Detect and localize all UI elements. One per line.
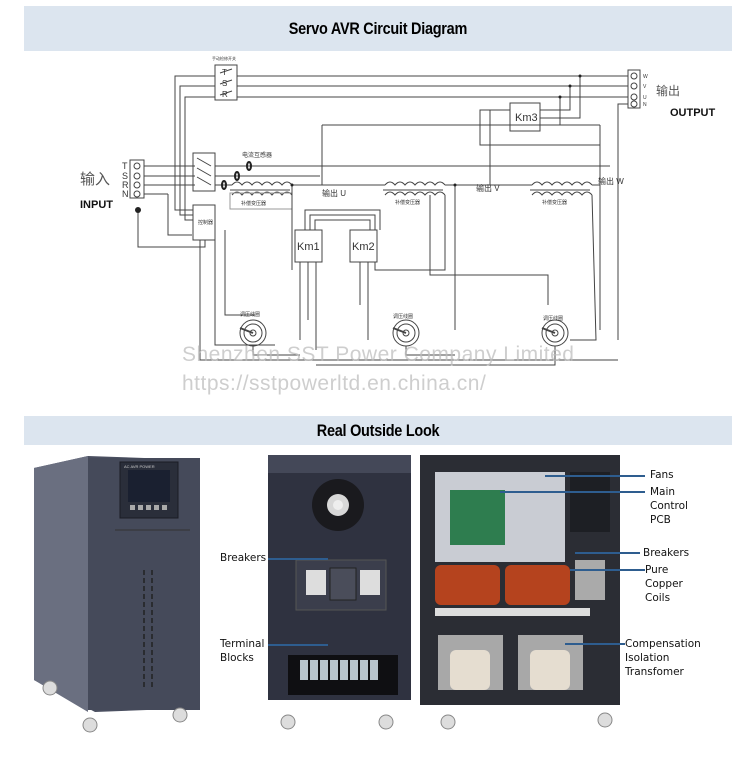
regulator-coil-2-label: 调压线圈 — [393, 313, 413, 320]
manual-switch-label: 手动检修开关 — [212, 55, 236, 61]
regulator-coil-3-label: 调压线圈 — [543, 315, 563, 322]
comp-transformer-1-label: 补偿变压器 — [241, 200, 266, 207]
current-sensor-label: 电流互感器 — [242, 151, 272, 159]
circuit-svg: T S R N T S R W V U N Km3 Km1 Km2 输入 INP… — [80, 55, 716, 366]
input-breaker — [192, 152, 216, 192]
inside-callout-fans-line — [545, 475, 645, 477]
front-cabinet-photo: AC AVR POWER — [34, 456, 200, 733]
rear-callout-terminal-line — [268, 644, 328, 646]
input-terminal-block — [129, 159, 145, 199]
product-photos: AC AVR POWER Breakers Terminal Blocks — [0, 447, 750, 780]
watermark-company: Shenzhen SST Power Company Limited — [182, 343, 575, 366]
km3-label: Km3 — [515, 112, 538, 124]
inside-callout-coils-line — [570, 569, 645, 571]
output-w-label: 输出 W — [598, 176, 624, 186]
km2-label: Km2 — [352, 241, 375, 253]
rear-cabinet-photo — [268, 455, 411, 730]
rear-callout-breakers: Breakers — [220, 552, 267, 564]
km1-label: Km1 — [297, 241, 320, 253]
output-label-en: OUTPUT — [670, 107, 716, 119]
output-v-label: 输出 V — [476, 183, 500, 193]
input-terminal-t: T — [122, 161, 128, 171]
comp-transformer-3-label: 补偿变压器 — [542, 199, 567, 206]
output-terminal-v: V — [643, 84, 647, 90]
inside-callout-breakers-line — [575, 552, 640, 554]
outside-look-title: Real Outside Look — [316, 420, 440, 440]
output-terminal-w: W — [643, 74, 648, 80]
circuit-diagram: T S R N T S R W V U N Km3 Km1 Km2 输入 INP… — [0, 52, 750, 407]
inside-callout-transformer: Compensation Isolation Transfomer — [625, 638, 701, 678]
regulator-coil-1-label: 调压线圈 — [240, 311, 260, 318]
input-terminal-n: N — [122, 189, 129, 199]
circuit-diagram-title: Servo AVR Circuit Diagram — [288, 18, 468, 38]
controller-label: 控制器 — [198, 219, 213, 226]
inside-callout-pcb-line — [500, 491, 645, 493]
output-terminal-n: N — [643, 102, 647, 108]
inside-callout-coils: Pure Copper Coils — [645, 564, 683, 604]
rear-callout-breakers-line — [268, 558, 328, 560]
inside-callout-fans: Fans — [650, 469, 674, 481]
output-terminal-u: U — [643, 95, 647, 101]
inside-callout-pcb: Main Control PCB — [650, 486, 688, 526]
km3-box — [509, 102, 541, 132]
inside-callout-transformer-line — [565, 643, 625, 645]
rear-callout-terminal-blocks: Terminal Blocks — [220, 638, 265, 664]
front-panel-label: AC AVR POWER — [124, 464, 155, 469]
inside-cabinet-photo — [420, 455, 620, 730]
input-terminal-s: S — [122, 171, 128, 181]
manual-switch — [214, 64, 238, 101]
outside-look-header: Real Outside Look — [24, 416, 732, 445]
output-label-cn: 输出 — [656, 83, 680, 98]
km2-box — [349, 229, 378, 263]
output-terminal-block — [627, 69, 641, 109]
inside-callout-breakers: Breakers — [643, 547, 690, 559]
input-label-en: INPUT — [80, 199, 113, 211]
input-terminal-r: R — [122, 180, 129, 190]
switch-terminal-t: T — [222, 68, 227, 77]
input-label-cn: 输入 — [80, 171, 110, 188]
switch-terminal-r: R — [222, 90, 228, 99]
watermark-url: https://sstpowerltd.en.china.cn/ — [182, 372, 487, 395]
switch-terminal-s: S — [222, 79, 227, 88]
comp-transformer-2-label: 补偿变压器 — [395, 199, 420, 206]
circuit-diagram-header: Servo AVR Circuit Diagram — [24, 6, 732, 51]
output-u-label: 输出 U — [322, 188, 346, 198]
